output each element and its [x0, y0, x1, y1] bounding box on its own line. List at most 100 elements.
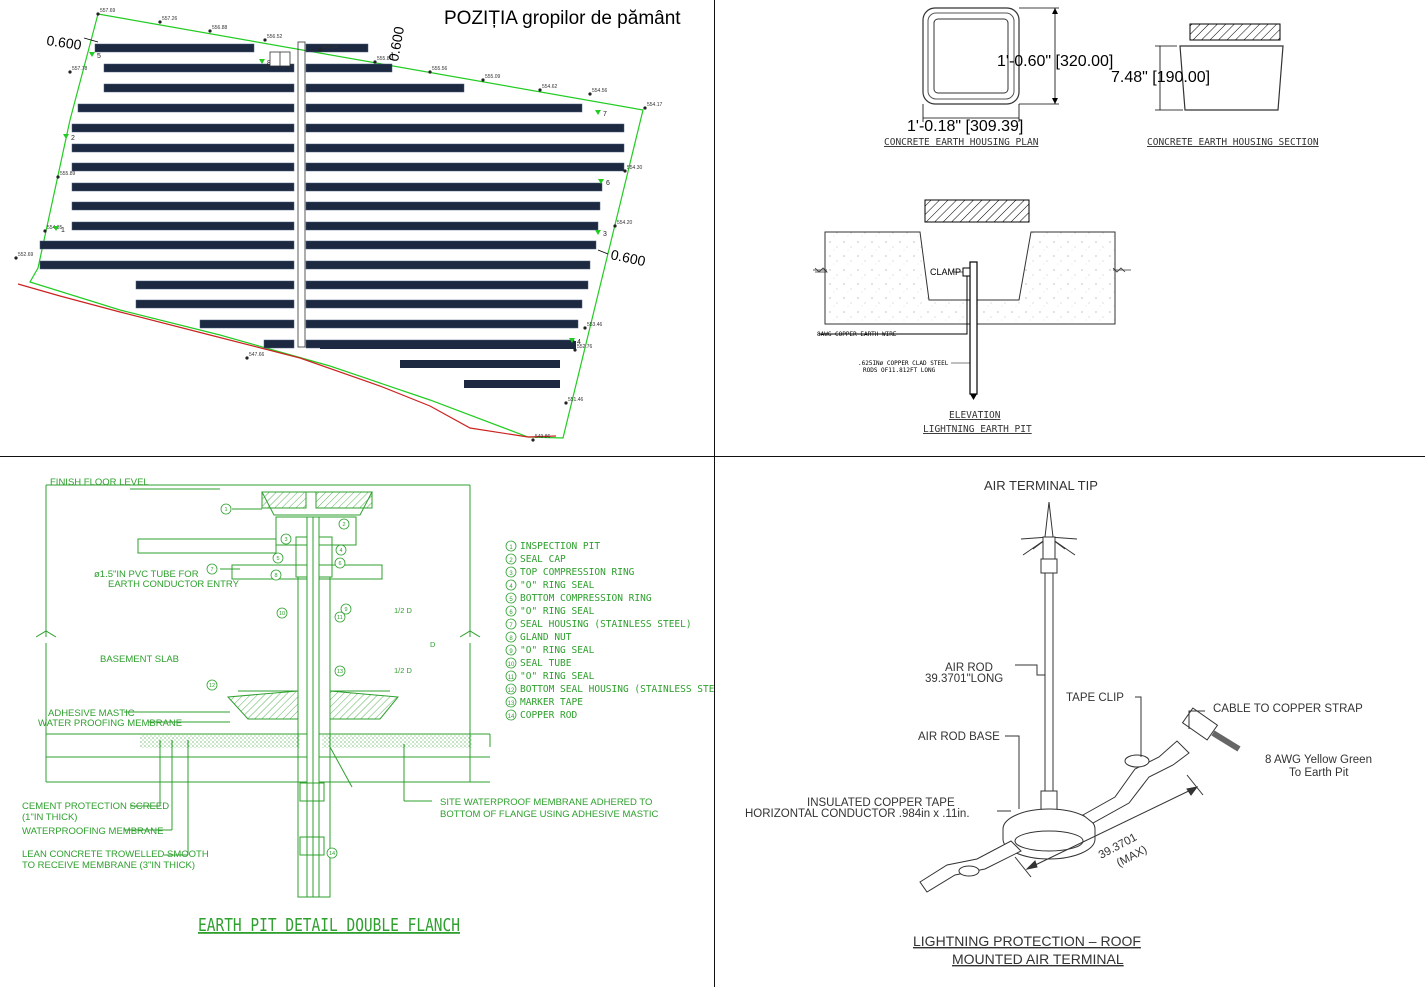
elevation-point [318, 48, 322, 52]
earth-pit-marker [259, 59, 265, 64]
wp-label: WATERPROOFING MEMBRANE [22, 826, 163, 837]
callout-balloon [334, 557, 346, 569]
elevation-label: 554.62 [542, 84, 558, 90]
callout-balloon [272, 552, 284, 564]
legend-number: 3 [509, 571, 513, 577]
legend-item: COPPER ROD [520, 710, 577, 721]
pit-number: 7 [603, 111, 607, 118]
callout-balloon [334, 665, 346, 677]
elevation-point [245, 356, 249, 360]
air-rod-base-label: AIR ROD BASE [918, 731, 1000, 743]
plan-caption: CONCRETE EARTH HOUSING PLAN [884, 137, 1039, 148]
d-label: D [430, 640, 436, 649]
legend-item: INSPECTION PIT [520, 541, 600, 552]
callout-number: 10 [279, 611, 285, 617]
panel-row [199, 319, 295, 329]
legend-number: 10 [508, 662, 515, 668]
callout-balloon [206, 563, 218, 575]
elevation-point [158, 20, 162, 24]
legend-balloon [505, 605, 517, 617]
pit-caption: LIGHTNING EARTH PIT [923, 424, 1032, 435]
callout-balloon [338, 518, 350, 530]
legend-balloon [505, 644, 517, 656]
panel-row [305, 103, 583, 113]
panel-row [305, 182, 603, 192]
elevation-point [573, 348, 577, 352]
pit-number: 3 [603, 231, 607, 238]
tape-clip-label: TAPE CLIP [1066, 692, 1124, 704]
legend-number: 6 [509, 610, 513, 616]
callout-number: 9 [344, 607, 347, 613]
legend-item: "O" RING SEAL [520, 606, 595, 617]
earth-pit-linework [35, 484, 491, 898]
elevation-label: 555.09 [485, 74, 501, 80]
callout-number: 13 [337, 669, 343, 675]
elevation-label: 557.69 [100, 8, 116, 14]
offset-label-left: 0.600 [46, 32, 83, 53]
panel-row [94, 43, 255, 53]
legend-item: "O" RING SEAL [520, 580, 595, 591]
pvc-label-2: EARTH CONDUCTOR ENTRY [108, 579, 240, 590]
plan-height-label: 1'-0.60" [320.00] [997, 53, 1113, 70]
panel-row [135, 299, 295, 309]
callout-balloon [334, 611, 346, 623]
earth-pit-elevation: CLAMP 8AWG COPPER EARTH WIRE .625INø COP… [813, 199, 1131, 435]
elevation-label: 551.46 [568, 397, 584, 403]
earth-pit-marker [53, 226, 59, 231]
panel-row [77, 103, 295, 113]
legend-item: SEAL TUBE [520, 658, 572, 669]
elevation-point [96, 12, 100, 16]
mastic-label: ADHESIVE MASTIC [48, 708, 135, 719]
elevation-label: 557.78 [72, 66, 88, 72]
panel-row [305, 299, 583, 309]
callout-balloon [220, 503, 232, 515]
wire-label-1: 8 AWG Yellow Green [1265, 754, 1372, 766]
pit-number: 8 [267, 60, 271, 67]
panel-row [71, 143, 295, 153]
callout-balloon [340, 603, 352, 615]
site-plan-drawing: 557.69557.26556.88556.52556.23555.81555.… [14, 8, 681, 442]
earth-pit-title: EARTH PIT DETAIL DOUBLE FLANCH [198, 915, 460, 936]
panel-row [400, 360, 560, 368]
pit-number: 5 [97, 53, 101, 60]
panel-row [305, 83, 465, 93]
callout-balloon [280, 533, 292, 545]
legend-balloon [505, 696, 517, 708]
legend-balloon [505, 631, 517, 643]
panel-row [71, 221, 295, 231]
tape-label-2: HORIZONTAL CONDUCTOR .984in x .11in. [745, 808, 970, 820]
legend-number: 14 [508, 714, 515, 720]
elevation-point [613, 224, 617, 228]
callout-number: 5 [276, 556, 279, 562]
pit-number: 1 [61, 227, 65, 234]
air-terminal-drawing: AIR TERMINAL TIP AIR ROD 39.3701"LONG TA… [745, 478, 1372, 967]
panel-row [320, 341, 576, 349]
panel-row [305, 143, 625, 153]
callout-number: 11 [337, 615, 343, 621]
elevation-label: 554.17 [647, 102, 663, 108]
rod-label-2: RODS OF11.812FT LONG [863, 367, 936, 374]
screed-label-2: (1"IN THICK) [22, 812, 77, 823]
elevation-point [208, 29, 212, 33]
callout-number: 6 [338, 561, 341, 567]
panel-row [305, 201, 601, 211]
legend-balloon [505, 553, 517, 565]
elevation-point [623, 169, 627, 173]
earth-pit-marker [595, 110, 601, 115]
pit-number: 2 [71, 135, 75, 142]
elevation-point [14, 256, 18, 260]
legend-balloon [505, 579, 517, 591]
half-d-label-2: 1/2 D [394, 666, 413, 675]
legend-number: 12 [508, 688, 515, 694]
earth-housing-panel: 1'-0.60" [320.00] 1'-0.18" [309.39] CONC… [715, 0, 1425, 456]
legend-item: SEAL CAP [520, 554, 566, 565]
road-edge [17, 283, 557, 438]
half-d-label-1: 1/2 D [394, 606, 413, 615]
vertical-divider [714, 0, 715, 987]
legend-item: GLAND NUT [520, 632, 572, 643]
elevation-point [531, 438, 535, 442]
